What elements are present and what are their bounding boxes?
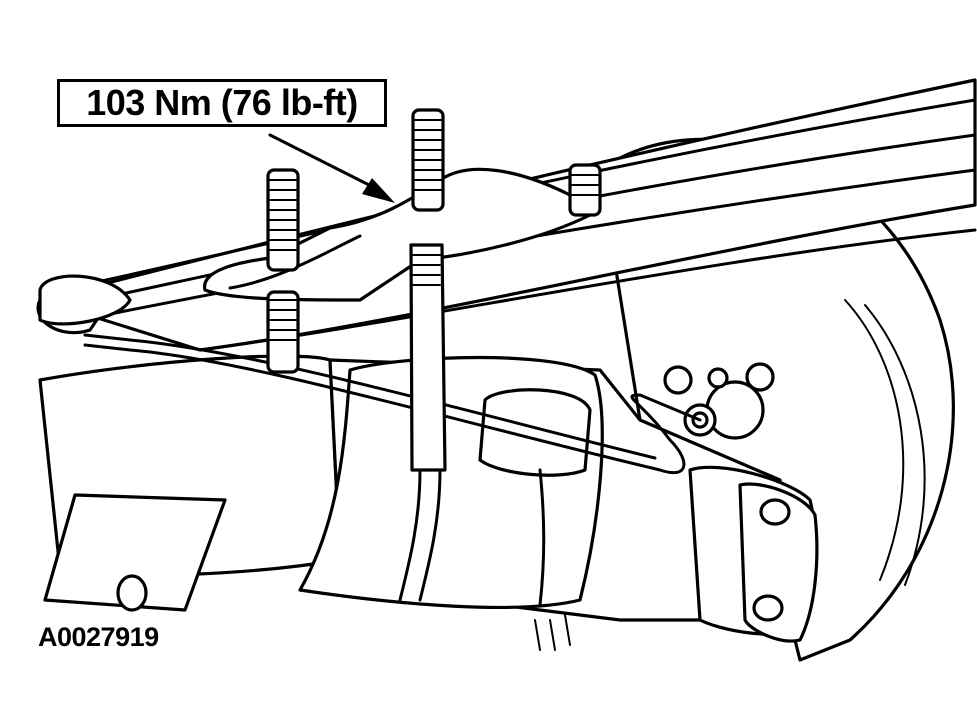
flange [688, 465, 819, 643]
torque-label: 103 Nm (76 lb-ft) [86, 82, 358, 123]
u-bolt-leg [409, 243, 447, 472]
leader-arrow [268, 133, 395, 203]
flange-bolt [752, 594, 784, 622]
figure-id: A0027919 [38, 622, 159, 652]
brake-line [83, 333, 702, 475]
threaded-stud [568, 163, 602, 217]
u-bolts [266, 108, 602, 472]
brake-fitting [663, 362, 775, 440]
clamp-plate [203, 167, 602, 302]
threaded-stud [266, 290, 300, 374]
bracket-plate [43, 493, 227, 612]
spring-seat [298, 355, 604, 610]
shadow-ticks [534, 614, 571, 651]
torque-callout: 103 Nm (76 lb-ft) [57, 79, 387, 127]
bracket-hole [116, 574, 148, 612]
flange-bolt [759, 498, 791, 526]
